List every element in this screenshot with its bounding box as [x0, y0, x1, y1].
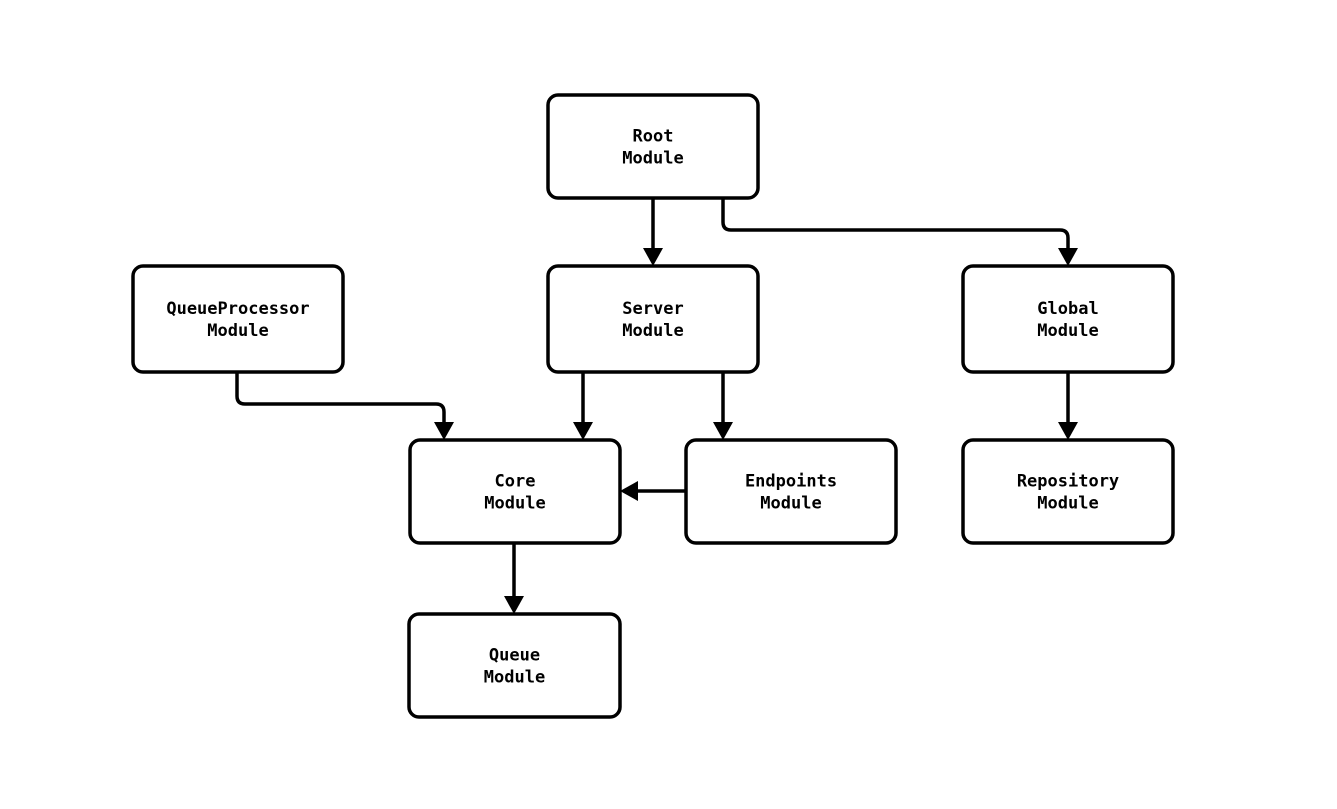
edge-server-to-core — [573, 372, 593, 440]
edge-global-to-repository — [1058, 372, 1078, 440]
edge-endpoints-to-core — [620, 481, 686, 501]
edges-layer — [235, 198, 1078, 614]
arrowhead-icon — [713, 422, 733, 440]
node-box[interactable] — [546, 264, 760, 374]
node-label-line2: Module — [484, 668, 545, 688]
node-label-line1: Server — [622, 299, 683, 319]
node-label-line2: Module — [622, 149, 683, 169]
node-label-line2: Module — [207, 321, 268, 341]
edge-server-to-endpoints — [713, 372, 733, 440]
node-label-line1: Endpoints — [745, 472, 837, 492]
edge-line — [721, 198, 1070, 248]
node-label-line1: Core — [495, 472, 536, 492]
node-label-line2: Module — [1037, 494, 1098, 514]
arrowhead-icon — [620, 481, 638, 501]
arrowhead-icon — [504, 596, 524, 614]
arrowhead-icon — [1058, 422, 1078, 440]
edge-queueprocessor-to-core — [235, 372, 454, 440]
node-box[interactable] — [407, 612, 622, 719]
node-label-line1: QueueProcessor — [166, 299, 309, 319]
node-label-line1: Queue — [489, 646, 540, 666]
node-label-line1: Repository — [1017, 472, 1119, 492]
node-box[interactable] — [408, 438, 622, 545]
edge-line — [235, 372, 446, 422]
node-label-line2: Module — [1037, 321, 1098, 341]
node-label-line2: Module — [760, 494, 821, 514]
edge-core-to-queue — [504, 543, 524, 614]
arrowhead-icon — [573, 422, 593, 440]
node-box[interactable] — [684, 438, 898, 545]
edge-root-to-global — [721, 198, 1078, 266]
node-box[interactable] — [131, 264, 345, 374]
node-label-line1: Global — [1037, 299, 1098, 319]
arrowhead-icon — [643, 248, 663, 266]
node-box[interactable] — [546, 93, 760, 200]
node-box[interactable] — [961, 438, 1175, 545]
arrowhead-icon — [1058, 248, 1078, 266]
edge-root-to-server — [643, 198, 663, 266]
node-label-line2: Module — [484, 494, 545, 514]
arrowhead-icon — [434, 422, 454, 440]
node-label-line1: Root — [633, 127, 674, 147]
node-box[interactable] — [961, 264, 1175, 374]
node-label-line2: Module — [622, 321, 683, 341]
